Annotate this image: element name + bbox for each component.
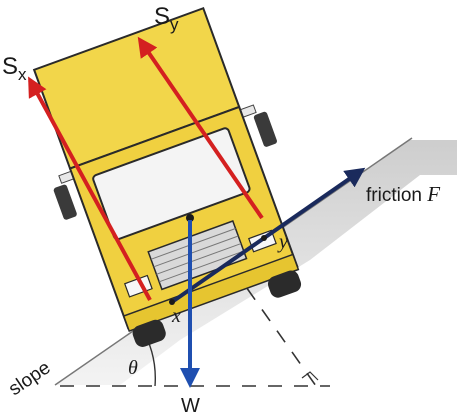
bumper [122, 253, 300, 333]
left-wheel [132, 319, 166, 347]
left-mirror [53, 184, 77, 220]
windscreen [92, 127, 251, 241]
theta-label: θ [128, 357, 138, 379]
right-angle-mark [301, 371, 319, 381]
right-mirror [253, 111, 277, 147]
point-x-dot [169, 299, 175, 305]
sx-label: Sx [2, 53, 27, 84]
friction-label: friction F [366, 182, 440, 206]
point-x-label: x [171, 305, 181, 327]
point-y-label: y [277, 231, 288, 253]
sy-force-arrow [137, 36, 264, 220]
slope-label: slope [5, 357, 54, 400]
truck [32, 6, 302, 347]
point-y-dot [261, 235, 267, 241]
friction-force-arrow [170, 167, 366, 304]
sy-label: Sy [154, 3, 179, 34]
left-headlight [123, 274, 153, 298]
weight-label: W [181, 395, 200, 417]
sx-force-arrow [28, 76, 152, 301]
right-wheel [267, 270, 302, 298]
